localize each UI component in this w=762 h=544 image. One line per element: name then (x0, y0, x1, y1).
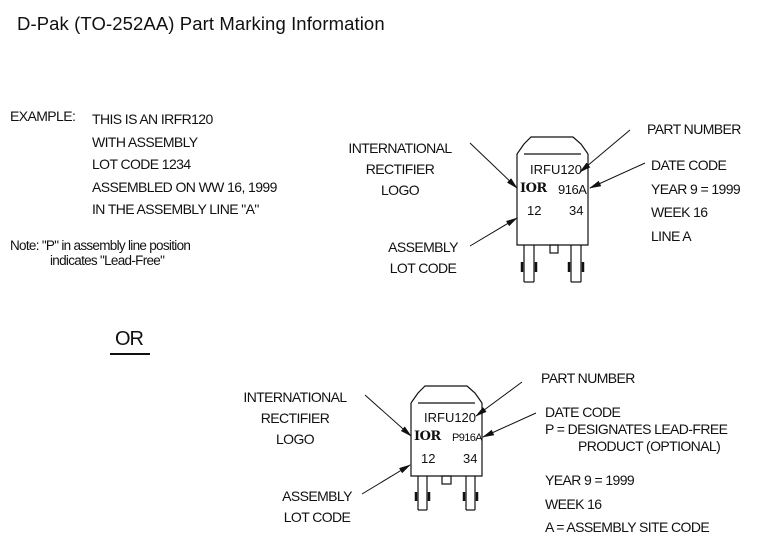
logo-label-line: RECTIFIER (260, 410, 330, 426)
part-number-label: PART NUMBER (541, 370, 635, 386)
date-code-info: DATE CODE YEAR 9 = 1999 WEEK 16 LINE A (651, 154, 741, 248)
date-code-line: DATE CODE (651, 157, 727, 173)
assembly-label-line: ASSEMBLY (388, 239, 458, 255)
logo-label-line: INTERNATIONAL (348, 140, 452, 156)
arrow-logo (364, 394, 412, 437)
dpak-package-2 (410, 385, 483, 511)
logo-label-line: RECTIFIER (365, 161, 435, 177)
ir-logo-icon: IOR (414, 429, 441, 444)
lead-right (462, 476, 479, 511)
arrow-date (482, 412, 537, 438)
date-code-info: DATE CODE P = DESIGNATES LEAD-FREE PRODU… (545, 404, 728, 455)
center-stub (549, 244, 559, 254)
assembly-label-line: LOT CODE (283, 509, 351, 525)
date-code-line: YEAR 9 = 1999 (545, 472, 635, 488)
example-text: THIS IS AN IRFR120 WITH ASSEMBLY LOT COD… (92, 108, 277, 221)
chip-part-number: IRFU120 (424, 410, 477, 425)
chip-lot-left: 12 (421, 451, 436, 466)
assembly-lot-label: ASSEMBLY LOT CODE (272, 486, 362, 528)
chip-part-number: IRFU120 (530, 162, 583, 177)
date-code-line: P = DESIGNATES LEAD-FREE (545, 421, 728, 437)
date-code-details: YEAR 9 = 1999 WEEK 16 A = ASSEMBLY SITE … (545, 469, 710, 540)
example-label: EXAMPLE: (10, 108, 76, 124)
or-underline (110, 353, 150, 355)
example-line: WITH ASSEMBLY (92, 133, 198, 150)
arrow-logo (469, 142, 518, 189)
assembly-label-line: ASSEMBLY (282, 488, 352, 504)
date-code-line: WEEK 16 (545, 495, 602, 512)
date-code-line: LINE A (651, 227, 692, 244)
dpak-package-1 (516, 136, 589, 283)
logo-label-line: LOGO (380, 182, 420, 198)
logo-label: INTERNATIONAL RECTIFIER LOGO (338, 138, 462, 201)
chip-date-code: P916A (452, 432, 483, 444)
lead-left (414, 476, 431, 511)
date-code-line: A = ASSEMBLY SITE CODE (545, 519, 710, 535)
logo-label: INTERNATIONAL RECTIFIER LOGO (233, 387, 357, 450)
lead-left (520, 245, 538, 283)
page-title: D-Pak (TO-252AA) Part Marking Informatio… (17, 13, 385, 34)
arrow-date (589, 162, 646, 189)
note-line: indicates "Lead-Free" (50, 253, 165, 268)
chip-lot-right: 34 (569, 203, 584, 218)
example-line: ASSEMBLED ON WW 16, 1999 (92, 178, 277, 195)
package-tab (516, 136, 589, 155)
or-separator: OR (115, 328, 144, 350)
arrow-lot (361, 464, 411, 495)
assembly-lot-label: ASSEMBLY LOT CODE (378, 237, 468, 279)
logo-label-line: LOGO (275, 431, 315, 447)
logo-label-line: INTERNATIONAL (243, 389, 347, 405)
package-tab (410, 385, 483, 404)
lead-right (567, 245, 585, 283)
example-line: THIS IS AN IRFR120 (92, 111, 213, 127)
assembly-label-line: LOT CODE (389, 260, 457, 276)
arrow-lot (469, 217, 518, 247)
ir-logo-icon: IOR (520, 181, 547, 196)
arrow-part (579, 129, 631, 173)
arrow-part (475, 381, 523, 417)
example-line: IN THE ASSEMBLY LINE "A" (92, 201, 259, 217)
lead-free-note: Note: "P" in assembly line position indi… (10, 238, 191, 268)
leader-arrows-2 (361, 381, 537, 495)
example-line: LOT CODE 1234 (92, 156, 191, 172)
date-code-line: DATE CODE (545, 404, 621, 420)
center-stub (441, 475, 452, 485)
date-code-line: WEEK 16 (651, 204, 708, 220)
chip-lot-right: 34 (463, 451, 478, 466)
leader-arrows-1 (469, 129, 646, 247)
chip-date-code: 916A (558, 182, 587, 197)
note-line: Note: "P" in assembly line position (10, 238, 191, 253)
date-code-line: PRODUCT (OPTIONAL) (578, 438, 721, 454)
chip-lot-left: 12 (527, 203, 542, 218)
date-code-line: YEAR 9 = 1999 (651, 180, 741, 197)
part-number-label: PART NUMBER (647, 121, 741, 137)
